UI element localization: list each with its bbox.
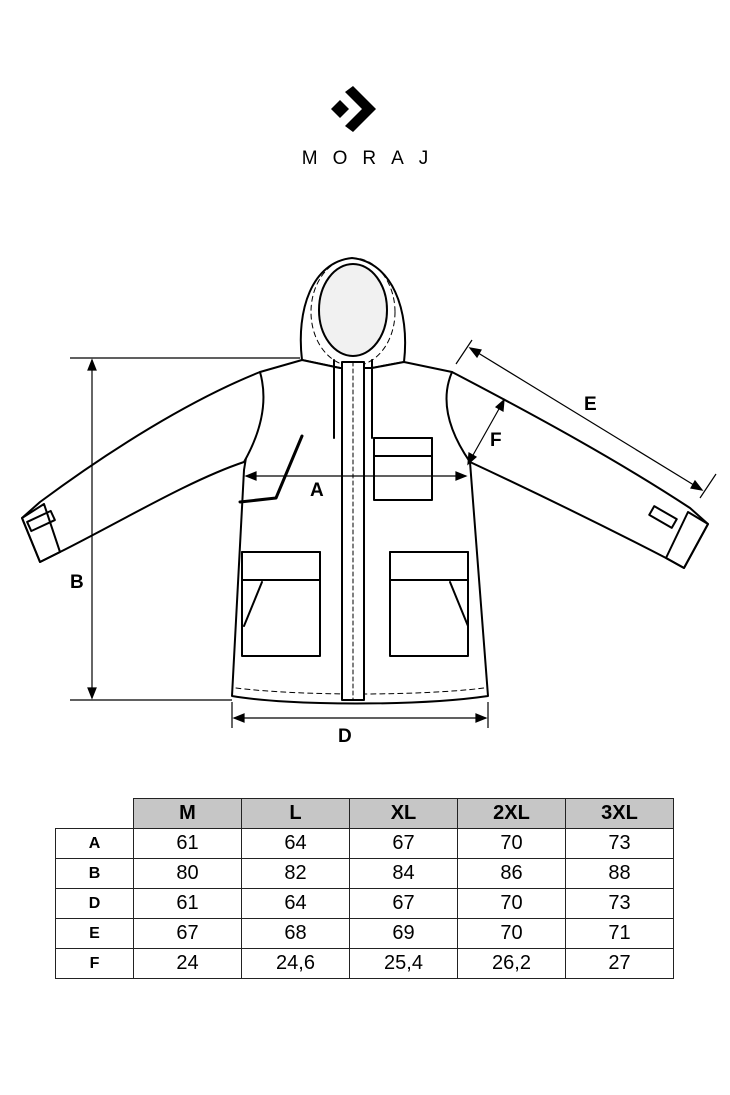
table-cell: 70 — [457, 888, 566, 919]
row-label: F — [55, 948, 134, 979]
dimension-label-a: A — [310, 480, 324, 501]
table-row: E 67 68 69 70 71 — [55, 918, 674, 949]
row-label: E — [55, 918, 134, 949]
table-cell: 68 — [241, 918, 350, 949]
brand-name: MORAJ — [301, 148, 444, 169]
row-label: B — [55, 858, 134, 889]
dimension-label-e: E — [584, 394, 597, 415]
size-chart-table: M L XL 2XL 3XL A 61 64 67 70 73 B 80 82 … — [55, 798, 674, 979]
table-corner — [55, 798, 134, 829]
table-cell: 80 — [133, 858, 242, 889]
table-cell: 24,6 — [241, 948, 350, 979]
size-header: M — [133, 798, 242, 829]
table-cell: 73 — [565, 828, 674, 859]
size-header: XL — [349, 798, 458, 829]
dimension-label-f: F — [490, 430, 502, 451]
table-cell: 84 — [349, 858, 458, 889]
table-cell: 61 — [133, 828, 242, 859]
row-label: A — [55, 828, 134, 859]
table-cell: 70 — [457, 918, 566, 949]
table-cell: 67 — [349, 828, 458, 859]
size-header: 2XL — [457, 798, 566, 829]
table-row: F 24 24,6 25,4 26,2 27 — [55, 948, 674, 979]
table-cell: 69 — [349, 918, 458, 949]
table-cell: 70 — [457, 828, 566, 859]
brand-logo: MORAJ — [0, 86, 730, 186]
table-cell: 25,4 — [349, 948, 458, 979]
table-cell: 67 — [349, 888, 458, 919]
dimension-label-b: B — [70, 572, 84, 593]
row-label: D — [55, 888, 134, 919]
table-cell: 82 — [241, 858, 350, 889]
dimension-label-d: D — [338, 726, 352, 747]
table-cell: 26,2 — [457, 948, 566, 979]
table-cell: 88 — [565, 858, 674, 889]
table-cell: 24 — [133, 948, 242, 979]
table-cell: 73 — [565, 888, 674, 919]
table-cell: 64 — [241, 888, 350, 919]
table-row: A 61 64 67 70 73 — [55, 828, 674, 859]
table-cell: 64 — [241, 828, 350, 859]
table-row: D 61 64 67 70 73 — [55, 888, 674, 919]
jacket-diagram: A B D E F — [21, 257, 717, 747]
size-header: L — [241, 798, 350, 829]
table-cell: 61 — [133, 888, 242, 919]
table-cell: 86 — [457, 858, 566, 889]
table-cell: 27 — [565, 948, 674, 979]
table-cell: 71 — [565, 918, 674, 949]
size-header: 3XL — [565, 798, 674, 829]
table-header-row: M L XL 2XL 3XL — [55, 798, 674, 829]
table-row: B 80 82 84 86 88 — [55, 858, 674, 889]
moraj-chevron-diamond-icon — [331, 86, 376, 132]
table-cell: 67 — [133, 918, 242, 949]
